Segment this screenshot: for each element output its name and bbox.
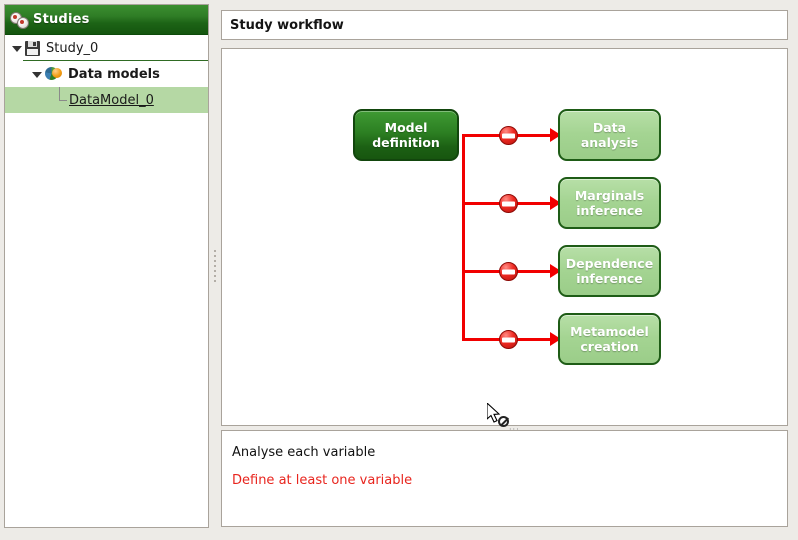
workflow-node-dependence-inference[interactable]: Dependence inference [558, 245, 661, 297]
expander-triangle-icon[interactable] [31, 69, 42, 80]
studies-tree[interactable]: Study_0 Data models DataModel_0 [5, 35, 208, 527]
expander-triangle-icon[interactable] [11, 43, 22, 54]
no-entry-icon[interactable] [499, 126, 518, 145]
arrowhead-icon [550, 196, 561, 210]
floppy-disk-icon [25, 40, 40, 56]
mouse-cursor: ··· [487, 403, 519, 434]
workflow-node-marginals-inference[interactable]: Marginals inference [558, 177, 661, 229]
studies-panel-title-bar: Studies [5, 5, 208, 35]
node-label-line1: Metamodel [570, 324, 649, 339]
node-label-line2: inference [576, 271, 643, 286]
workflow-node-model-definition[interactable]: Model definition [353, 109, 459, 161]
tree-item-label: Data models [68, 66, 160, 82]
node-label-line2: definition [372, 135, 440, 150]
no-entry-icon[interactable] [499, 262, 518, 281]
tree-item-label: DataModel_0 [69, 92, 154, 108]
workflow-title: Study workflow [230, 17, 344, 33]
splitter-grip[interactable] [214, 250, 216, 282]
node-label-line1: Model [384, 120, 428, 135]
arrowhead-icon [550, 264, 561, 278]
arrowhead-icon [550, 332, 561, 346]
cursor-trail-dots: ··· [509, 425, 520, 434]
tree-item-study[interactable]: Study_0 [5, 35, 208, 61]
workflow-header: Study workflow [221, 10, 788, 40]
message-info: Analyse each variable [232, 445, 376, 460]
message-error: Define at least one variable [232, 473, 413, 488]
tree-item-label: Study_0 [46, 40, 99, 56]
workflow-node-metamodel-creation[interactable]: Metamodel creation [558, 313, 661, 365]
node-label-line1: Marginals [574, 188, 645, 203]
studies-panel-title: Studies [33, 12, 90, 27]
studies-dock-panel: Studies Study_0 Data models [4, 4, 209, 528]
pie-chart-icon [45, 66, 62, 82]
node-label-line2: inference [576, 203, 643, 218]
panel-splitter[interactable] [209, 4, 221, 528]
tree-item-rule [23, 60, 208, 61]
workflow-messages-panel: Analyse each variable Define at least on… [221, 430, 788, 527]
connector-trunk [462, 134, 465, 340]
dice-icon [10, 11, 29, 29]
node-label-line1: Dependence [565, 256, 654, 271]
workflow-canvas[interactable]: Model definition Data analysis Marginals… [221, 48, 788, 426]
no-drop-indicator-icon [498, 416, 509, 427]
node-label-line2: creation [580, 339, 639, 354]
workflow-node-data-analysis[interactable]: Data analysis [558, 109, 661, 161]
cursor-arrow-icon [487, 403, 501, 423]
no-entry-icon[interactable] [499, 194, 518, 213]
tree-item-data-models[interactable]: Data models [5, 61, 208, 87]
node-label-line1: Data [592, 120, 627, 135]
arrowhead-icon [550, 128, 561, 142]
tree-item-datamodel[interactable]: DataModel_0 [5, 87, 208, 113]
no-entry-icon[interactable] [499, 330, 518, 349]
node-label-line2: analysis [580, 135, 639, 150]
tree-connector-line [53, 87, 67, 113]
